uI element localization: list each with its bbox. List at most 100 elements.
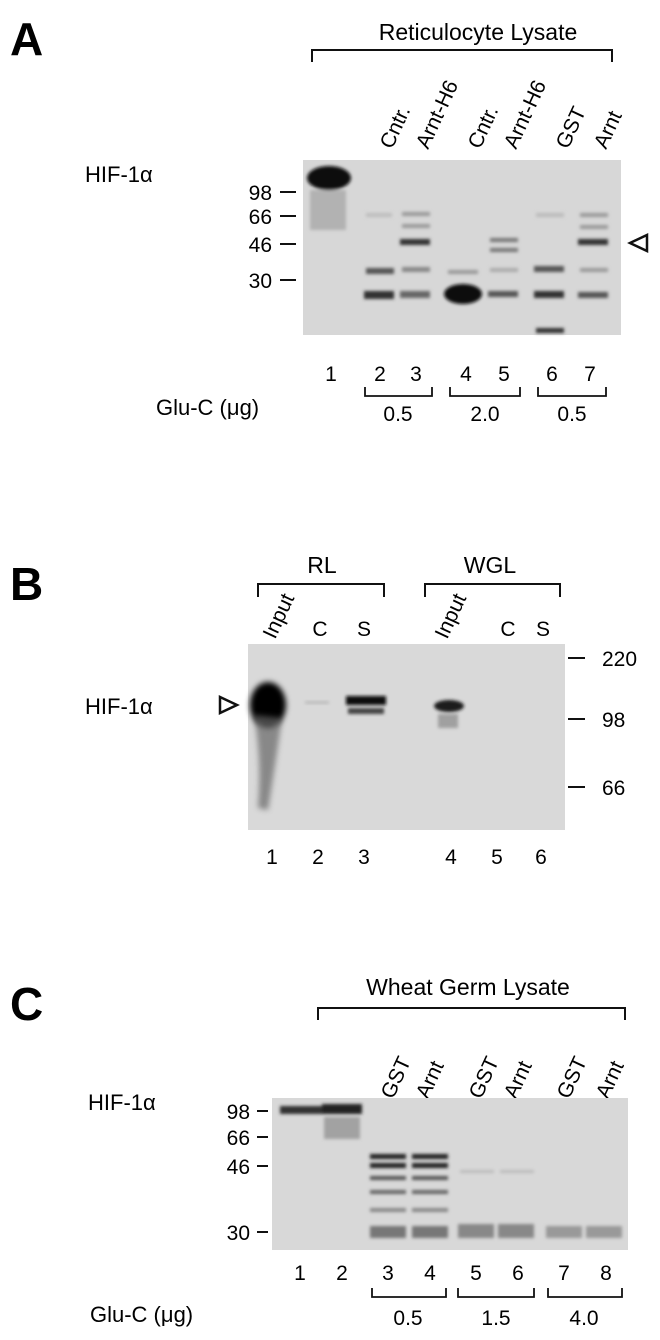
dose-bracket-c-2 [457, 1288, 535, 1298]
bands-a [307, 166, 608, 333]
band-c-lane6-faint [500, 1170, 534, 1173]
band-b-lane2-faint [305, 701, 329, 704]
lane-label-a-7: Arnt [590, 107, 627, 152]
band-a-lane5-30 [490, 268, 518, 272]
lane-label-b-1: Input [259, 590, 300, 642]
lane-label-a-2: Cntr. [376, 102, 416, 152]
lane-label-c-6: Arnt [500, 1057, 537, 1102]
band-c-lane4-c [412, 1176, 448, 1180]
band-c-lane3-b [370, 1163, 406, 1168]
band-b-lane3-lower [348, 708, 384, 714]
band-a-lane6-faint [536, 213, 564, 217]
marker-c-66: 66 [227, 1127, 250, 1150]
lane-label-a-6: GST [552, 103, 591, 152]
band-a-lane2-low [364, 291, 394, 299]
band-c-lane6-30 [498, 1224, 534, 1238]
band-a-lane5-46b [490, 248, 518, 252]
band-c-lane4-30 [412, 1226, 448, 1238]
band-a-lane7-46 [578, 239, 608, 245]
bands-c [280, 1104, 622, 1238]
band-a-lane3-faint1 [402, 212, 430, 216]
band-a-lane7-30 [580, 268, 608, 272]
lane-number-b-4: 4 [445, 846, 457, 869]
band-c-lane4-d [412, 1190, 448, 1194]
marker-b-98: 98 [602, 709, 625, 732]
dose-bracket-c-3 [547, 1288, 623, 1298]
panel-letter-c: C [10, 978, 43, 1030]
lane-number-a-4: 4 [460, 363, 472, 386]
lane-label-b-6: S [536, 618, 550, 641]
band-a-lane4-low [444, 284, 482, 304]
dose-bracket-c-1 [371, 1288, 447, 1298]
protein-label-a: HIF-1α [85, 162, 153, 187]
marker-a-98: 98 [249, 182, 272, 205]
lane-number-c-2: 2 [336, 1262, 348, 1285]
band-a-lane6-bottom [536, 328, 564, 333]
marker-b-220: 220 [602, 648, 637, 671]
group-label-b-wgl: WGL [464, 552, 517, 578]
band-a-lane3-30 [402, 267, 430, 272]
lane-label-a-4: Cntr. [464, 102, 504, 152]
lane-number-c-4: 4 [424, 1262, 436, 1285]
marker-a-30: 30 [249, 270, 272, 293]
marker-c-46: 46 [227, 1156, 250, 1179]
arrowhead-b [218, 695, 240, 715]
marker-a-46: 46 [249, 234, 272, 257]
lane-number-b-3: 3 [358, 846, 370, 869]
glu-label-a: Glu-C (μg) [156, 395, 259, 420]
lane-label-b-5: C [500, 618, 515, 641]
band-c-lane4-e [412, 1208, 448, 1212]
band-b-lane4-input [434, 700, 464, 712]
group-bracket-b-rl [257, 583, 385, 597]
lane-number-b-5: 5 [491, 846, 503, 869]
lysate-bracket-a [311, 49, 613, 62]
protein-label-b: HIF-1α [85, 694, 153, 719]
dose-bracket-a-1 [364, 387, 433, 397]
marker-a-66: 66 [249, 206, 272, 229]
glu-label-c: Glu-C (μg) [90, 1302, 193, 1327]
protein-label-c: HIF-1α [88, 1090, 156, 1115]
panel-a: A Reticulocyte Lysate Cntr. Arnt-H6 Cntr… [10, 13, 649, 426]
band-a-lane7-faint2 [580, 225, 608, 229]
band-a-lane5-low [488, 291, 518, 297]
smear-b-lane1 [254, 715, 282, 810]
band-b-lane3-upper [346, 696, 386, 705]
band-a-lane2-30 [366, 268, 394, 274]
band-a-lane4-30 [448, 270, 478, 274]
band-c-lane1-98 [280, 1106, 322, 1114]
band-a-lane7-faint1 [580, 213, 608, 217]
lane-number-a-1: 1 [325, 363, 337, 386]
lane-number-c-1: 1 [294, 1262, 306, 1285]
dose-a-3: 0.5 [557, 403, 586, 426]
band-a-lane1-hif [307, 166, 351, 190]
smear-b-lane4 [438, 714, 458, 728]
band-c-lane5-30 [458, 1224, 494, 1238]
lane-number-a-2: 2 [374, 363, 386, 386]
lysate-title-c: Wheat Germ Lysate [366, 974, 570, 1000]
smear-a-lane1 [310, 190, 346, 230]
panel-letter-a: A [10, 13, 43, 65]
band-c-lane3-d [370, 1190, 406, 1194]
marker-b-66: 66 [602, 777, 625, 800]
lane-number-a-5: 5 [498, 363, 510, 386]
bands-b [250, 682, 464, 810]
lane-number-a-3: 3 [410, 363, 422, 386]
lane-label-a-3: Arnt-H6 [412, 77, 463, 152]
lane-number-c-7: 7 [558, 1262, 570, 1285]
arrowhead-a [627, 233, 649, 253]
band-a-lane6-low [534, 291, 564, 298]
group-label-b-rl: RL [307, 552, 337, 578]
dose-bracket-a-2 [449, 387, 521, 397]
band-a-lane7-low [578, 292, 608, 298]
band-c-lane3-e [370, 1208, 406, 1212]
band-a-lane3-46 [400, 239, 430, 245]
lysate-title-a: Reticulocyte Lysate [379, 19, 578, 45]
band-c-lane7-30 [546, 1226, 582, 1238]
lane-label-a-5: Arnt-H6 [500, 77, 551, 152]
dose-c-3: 4.0 [569, 1307, 598, 1330]
band-a-lane2-faint [366, 213, 392, 217]
lane-label-c-8: Arnt [592, 1057, 629, 1102]
lane-label-c-4: Arnt [412, 1057, 449, 1102]
